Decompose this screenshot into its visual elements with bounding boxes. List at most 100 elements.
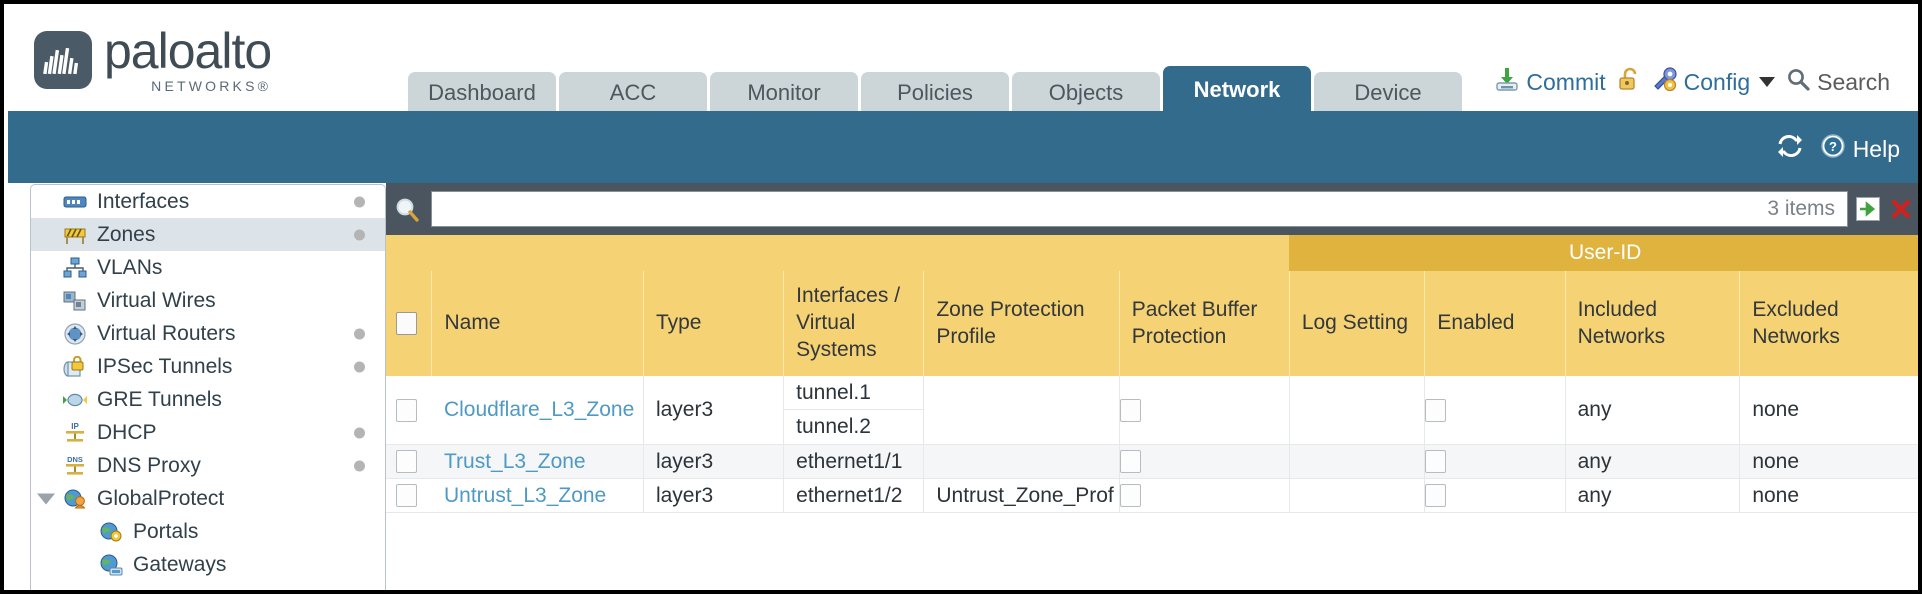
- gateways-icon: [97, 553, 124, 577]
- help-question-icon: ?: [1820, 133, 1846, 165]
- column-header-packet-buffer[interactable]: Packet Buffer Protection: [1119, 271, 1290, 376]
- sidebar-item-vlans[interactable]: VLANs: [31, 251, 385, 284]
- tab-acc[interactable]: ACC: [559, 72, 707, 114]
- network-sidebar: Interfaces Zones: [30, 184, 386, 590]
- sidebar-item-interfaces[interactable]: Interfaces: [31, 185, 385, 218]
- zone-name-link[interactable]: Cloudflare_L3_Zone: [443, 398, 635, 421]
- zone-protection-cell: [923, 376, 1120, 445]
- sidebar-item-gateways[interactable]: Gateways: [31, 548, 385, 581]
- sidebar-item-zones[interactable]: Zones: [31, 218, 385, 251]
- column-header-log-setting[interactable]: Log Setting: [1289, 271, 1426, 376]
- apply-filter-button[interactable]: [1855, 195, 1881, 223]
- tab-monitor[interactable]: Monitor: [710, 72, 858, 114]
- included-networks-cell: any: [1565, 376, 1741, 445]
- sidebar-label: Zones: [97, 222, 156, 246]
- row-checkbox[interactable]: [396, 484, 417, 508]
- chevron-down-icon[interactable]: [37, 493, 55, 504]
- search-filter-icon[interactable]: [390, 195, 424, 223]
- svg-text:IP: IP: [71, 422, 79, 431]
- select-all-checkbox[interactable]: [396, 312, 417, 336]
- ipsec-tunnels-icon: [61, 355, 88, 379]
- top-toolbar: Commit Config: [1494, 66, 1890, 98]
- config-dropdown[interactable]: Config: [1652, 66, 1776, 98]
- column-header-type[interactable]: Type: [643, 271, 785, 376]
- sidebar-item-portals[interactable]: Portals: [31, 515, 385, 548]
- table-row[interactable]: Trust_L3_Zone layer3 ethernet1/1 any: [386, 444, 1918, 479]
- brand-tagline: NETWORKS®: [151, 78, 272, 94]
- zone-name-link[interactable]: Trust_L3_Zone: [443, 449, 586, 473]
- excluded-networks-cell: none: [1739, 376, 1918, 445]
- userid-enabled-cell: [1424, 376, 1566, 445]
- zones-content-panel: 3 items: [386, 183, 1918, 590]
- brand-logo[interactable]: paloalto NETWORKS®: [34, 23, 272, 94]
- sidebar-item-gre-tunnels[interactable]: GRE Tunnels: [31, 383, 385, 416]
- row-checkbox[interactable]: [396, 450, 417, 474]
- sidebar-item-dhcp[interactable]: IP DHCP: [31, 416, 385, 449]
- packet-buffer-checkbox[interactable]: [1119, 484, 1141, 508]
- paloalto-logo-icon: [34, 31, 92, 89]
- status-dot: [354, 229, 365, 240]
- status-dot: [354, 328, 365, 339]
- commit-button[interactable]: Commit: [1494, 66, 1606, 98]
- userid-enabled-checkbox[interactable]: [1425, 450, 1447, 474]
- virtual-wires-icon: [61, 289, 88, 313]
- zones-table-wrapper: User-ID Name Type Interfaces / Virtual S…: [386, 235, 1918, 590]
- column-header-zone-protection[interactable]: Zone Protection Profile: [923, 271, 1120, 376]
- commit-download-icon: [1494, 66, 1520, 98]
- sidebar-item-globalprotect[interactable]: GlobalProtect: [31, 482, 385, 515]
- refresh-icon[interactable]: [1776, 133, 1804, 165]
- row-select-cell: [386, 376, 432, 445]
- packet-buffer-checkbox[interactable]: [1119, 450, 1141, 474]
- row-select-cell: [386, 444, 432, 479]
- row-checkbox[interactable]: [396, 398, 417, 422]
- brand-name: paloalto: [104, 23, 272, 79]
- virtual-routers-icon: [61, 322, 88, 346]
- sidebar-label: Gateways: [133, 552, 227, 576]
- zone-name-link[interactable]: Untrust_L3_Zone: [443, 483, 607, 507]
- tab-dashboard[interactable]: Dashboard: [408, 72, 556, 114]
- commit-label: Commit: [1526, 68, 1606, 95]
- row-select-cell: [386, 478, 432, 513]
- sub-header-actions: ? Help: [1776, 133, 1900, 165]
- tab-policies[interactable]: Policies: [861, 72, 1009, 114]
- clear-filter-button[interactable]: [1888, 195, 1914, 223]
- tab-device[interactable]: Device: [1314, 72, 1462, 114]
- group-header-row: User-ID: [386, 235, 1918, 271]
- status-dot: [354, 196, 365, 207]
- chevron-down-icon[interactable]: [1759, 77, 1776, 87]
- column-header-name[interactable]: Name: [431, 271, 644, 376]
- userid-enabled-checkbox[interactable]: [1425, 484, 1447, 508]
- main-nav-tabs: Dashboard ACC Monitor Policies Objects N…: [408, 66, 1462, 114]
- search-button[interactable]: Search: [1786, 67, 1890, 98]
- sidebar-item-ipsec-tunnels[interactable]: IPSec Tunnels: [31, 350, 385, 383]
- tab-network[interactable]: Network: [1163, 66, 1311, 114]
- status-dot: [354, 427, 365, 438]
- column-header-included-networks[interactable]: Included Networks: [1565, 271, 1741, 376]
- sidebar-label: Virtual Routers: [97, 321, 236, 345]
- userid-enabled-checkbox[interactable]: [1425, 398, 1447, 422]
- userid-enabled-cell: [1424, 444, 1566, 479]
- help-button[interactable]: ? Help: [1820, 133, 1900, 165]
- sidebar-label: GRE Tunnels: [97, 387, 222, 411]
- zone-name-cell: Cloudflare_L3_Zone: [431, 376, 644, 445]
- search-input[interactable]: 3 items: [431, 191, 1848, 227]
- sidebar-item-virtual-routers[interactable]: Virtual Routers: [31, 317, 385, 350]
- sidebar-item-virtual-wires[interactable]: Virtual Wires: [31, 284, 385, 317]
- unlock-button[interactable]: [1617, 66, 1641, 98]
- dhcp-icon: IP: [61, 421, 88, 445]
- column-header-enabled[interactable]: Enabled: [1424, 271, 1566, 376]
- zones-table-head: User-ID Name Type Interfaces / Virtual S…: [386, 235, 1918, 376]
- table-row[interactable]: Untrust_L3_Zone layer3 ethernet1/2 Untru…: [386, 478, 1918, 513]
- sidebar-label: Interfaces: [97, 189, 190, 213]
- status-dot: [354, 460, 365, 471]
- sidebar-item-dns-proxy[interactable]: DNS DNS Proxy: [31, 449, 385, 482]
- item-count-label: 3 items: [1767, 197, 1835, 220]
- vlans-icon: [61, 256, 88, 280]
- column-header-interfaces[interactable]: Interfaces / Virtual Systems: [783, 271, 925, 376]
- interface-entry: tunnel.2: [796, 415, 871, 438]
- column-header-excluded-networks[interactable]: Excluded Networks: [1739, 271, 1918, 376]
- tab-objects[interactable]: Objects: [1012, 72, 1160, 114]
- packet-buffer-checkbox[interactable]: [1119, 398, 1141, 422]
- config-label: Config: [1683, 68, 1751, 95]
- excluded-networks-cell: none: [1739, 478, 1918, 513]
